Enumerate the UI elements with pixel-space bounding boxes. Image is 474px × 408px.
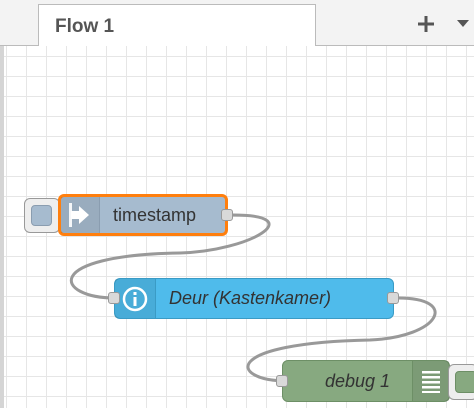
tab-label: Flow 1 [55,16,115,37]
info-icon [122,286,148,311]
node-inject-timestamp[interactable]: timestamp [58,194,233,236]
wire-deur-to-debug[interactable] [246,296,437,383]
workspace-left-edge [0,46,4,408]
node-deur-kastenkamer[interactable]: Deur (Kastenkamer) [108,278,399,319]
wires-layer [69,213,437,383]
node-icon-area [61,197,100,233]
flow-list-button[interactable] [452,4,474,44]
output-port[interactable] [387,292,399,304]
caret-down-icon [457,20,469,27]
node-icon-area [412,361,449,401]
plus-icon [418,16,434,32]
arrow-in-icon [69,203,89,227]
node-label: timestamp [113,204,197,225]
tab-flow-1[interactable]: Flow 1 [38,4,316,47]
output-port[interactable] [221,209,233,221]
node-debug-1[interactable]: debug 1 [276,360,450,402]
inject-trigger-inner [31,205,52,226]
inject-trigger-button[interactable] [24,198,60,233]
flow-workspace[interactable] [0,46,474,408]
node-icon-area [115,279,156,318]
debug-toggle-button[interactable] [448,364,474,400]
debug-toggle-inner [455,371,474,393]
list-icon [422,371,440,393]
add-flow-button[interactable] [406,4,446,44]
input-port[interactable] [108,292,120,304]
node-label: debug 1 [325,370,391,391]
wire-timestamp-to-deur[interactable] [69,213,271,300]
node-label: Deur (Kastenkamer) [169,288,332,308]
input-port[interactable] [276,375,288,387]
workspace-tabbar: Flow 1 [0,0,474,47]
